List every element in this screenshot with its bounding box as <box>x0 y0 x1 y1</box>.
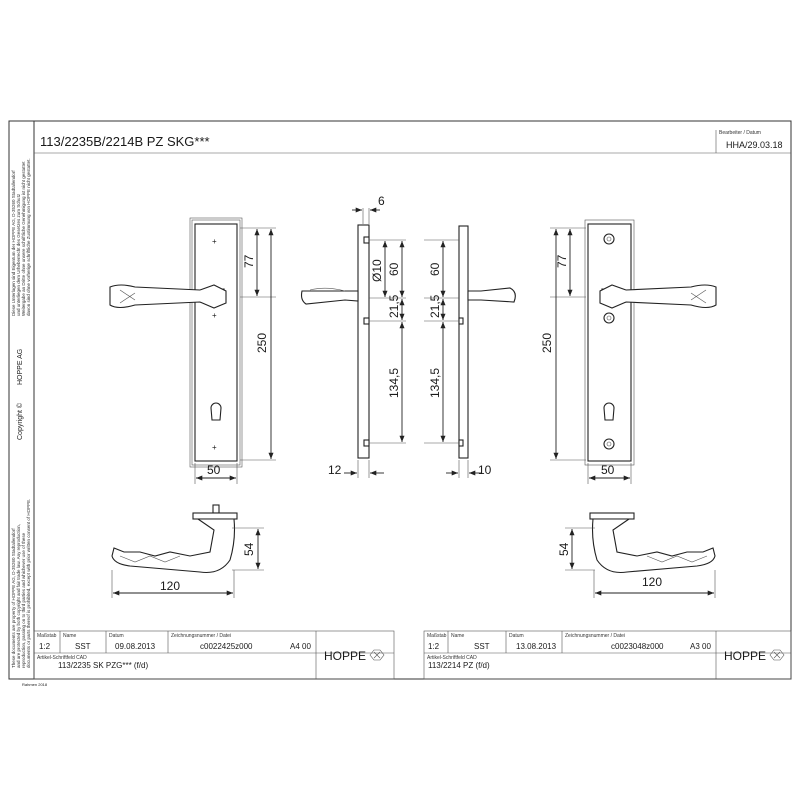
tb-left-artikel: 113/2235 SK PZG*** (f/d) <box>58 661 148 670</box>
side-copyright: Copyright © <box>16 402 24 440</box>
revision-note: Rahmen 2018 <box>22 682 48 687</box>
dim-6: 6 <box>378 194 385 208</box>
tb-right-zeichnr-label: Zeichnungsnummer / Datei <box>565 633 625 639</box>
tb-right-format: A3 00 <box>690 642 711 651</box>
tb-left-artikel-label: Artikel-Schriftfeld CAD <box>37 655 87 661</box>
tb-left-datum-label: Datum <box>109 633 124 639</box>
tb-right-hoppe-logo: HOPPE <box>724 649 766 663</box>
dim-60-b: 60 <box>428 262 442 276</box>
tb-right-datum-label: Datum <box>509 633 524 639</box>
left-cylinder-hole <box>210 402 222 421</box>
dim-250-right: 250 <box>540 333 554 353</box>
tb-right-name: SST <box>474 642 490 651</box>
side-text-de-2: und unterliegen dem Urheberrecht des Ges… <box>16 193 21 316</box>
right-front-view <box>584 219 717 466</box>
svg-text:+: + <box>212 237 217 246</box>
side-text-en-3: reproduction, passing on to third partie… <box>21 532 26 668</box>
side-text-en-2: and are protected by both copyright and … <box>16 524 21 668</box>
side-company: HOPPE AG <box>17 349 24 385</box>
dim-21-5-a: 21,5 <box>387 294 401 318</box>
dim-60-a: 60 <box>387 262 401 276</box>
dim-d10: Ø10 <box>370 259 384 282</box>
tb-right-name-label: Name <box>451 633 465 639</box>
dim-50-left: 50 <box>207 463 221 477</box>
tb-left-format: A4 00 <box>290 642 311 651</box>
side-text-de-1: Diese Unterlagen sind Eigentum der HOPPE… <box>11 170 16 316</box>
dim-54-right: 54 <box>557 542 571 556</box>
right-top-view <box>589 512 716 574</box>
dim-12: 12 <box>328 463 342 477</box>
tb-right-massstab-label: Maßstab <box>427 633 447 639</box>
right-side-view <box>458 225 516 459</box>
tb-left-massstab-label: Maßstab <box>37 633 57 639</box>
side-text-en-4: documents or parts thereof is prohibited… <box>26 499 31 668</box>
tb-right-artikel-label: Artikel-Schriftfeld CAD <box>427 655 477 661</box>
left-front-view: + + + <box>109 217 243 468</box>
dim-120-left: 120 <box>160 579 180 593</box>
tb-right-zeichnr: c0023048z000 <box>611 642 664 651</box>
tb-left-hoppe-logo: HOPPE <box>324 649 366 663</box>
bearbeiter-label: Bearbeiter / Datum <box>719 130 761 136</box>
dim-50-right: 50 <box>601 463 615 477</box>
drawing-title: 113/2235B/2214B PZ SKG*** <box>40 134 210 149</box>
side-text-de-4: davon sind ohne vorherige schriftliche Z… <box>26 158 31 316</box>
tb-right-massstab: 1:2 <box>428 642 440 651</box>
title-block-left: Maßstab 1:2 Name SST Datum 09.08.2013 Ze… <box>33 630 395 680</box>
tb-right-artikel: 113/2214 PZ (f/d) <box>428 661 490 670</box>
dim-77-left: 77 <box>242 254 256 268</box>
tb-left-zeichnr-label: Zeichnungsnummer / Datei <box>171 633 231 639</box>
hoppe-logo-mark-right <box>769 649 785 661</box>
left-top-view <box>111 504 238 574</box>
bearbeiter-value: HHA/29.03.18 <box>726 140 783 150</box>
tb-left-name: SST <box>75 642 91 651</box>
right-backplate <box>587 223 632 462</box>
dim-54-left: 54 <box>242 542 256 556</box>
dim-21-5-b: 21,5 <box>428 294 442 318</box>
title-block-right: Maßstab 1:2 Name SST Datum 13.08.2013 Ze… <box>423 630 792 680</box>
side-text-de-3: Weitergabe an Dritte ohne unsere schrift… <box>21 161 26 316</box>
dim-10: 10 <box>478 463 492 477</box>
dim-134-5-b: 134,5 <box>428 368 442 398</box>
hoppe-logo-mark-left <box>369 649 385 661</box>
right-cylinder-hole <box>603 402 615 421</box>
tb-left-massstab: 1:2 <box>39 642 51 651</box>
svg-text:+: + <box>212 443 217 452</box>
tb-left-name-label: Name <box>63 633 77 639</box>
tb-left-zeichnr: c0022425z000 <box>200 642 253 651</box>
dim-134-5-a: 134,5 <box>387 368 401 398</box>
dim-120-right: 120 <box>642 575 662 589</box>
drawing-frame <box>8 120 792 680</box>
dim-77-right: 77 <box>555 254 569 268</box>
left-side-view <box>300 224 370 459</box>
dim-250-left: 250 <box>255 333 269 353</box>
left-backplate <box>194 223 238 462</box>
tb-right-datum: 13.08.2013 <box>516 642 557 651</box>
svg-text:+: + <box>212 311 217 320</box>
side-text-en-1: These documents are property of HOPPE AG… <box>11 528 16 668</box>
tb-left-datum: 09.08.2013 <box>115 642 156 651</box>
